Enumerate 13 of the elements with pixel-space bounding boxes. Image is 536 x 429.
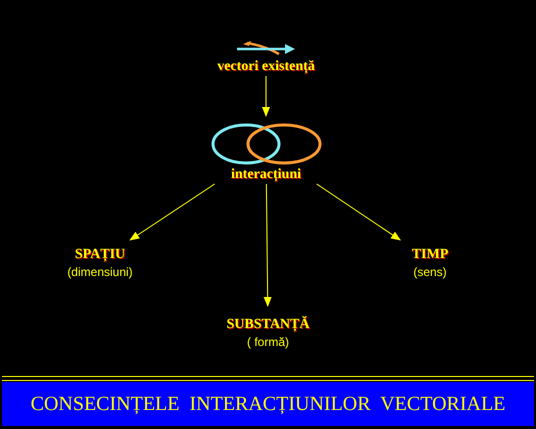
arrow bbox=[129, 184, 216, 241]
arrow bbox=[264, 184, 272, 307]
arrow bbox=[262, 76, 270, 117]
title-banner: CONSECINȚELE INTERACȚIUNILOR VECTORIALE bbox=[2, 382, 534, 426]
node-subtitle: (sens) bbox=[413, 264, 447, 280]
node-label: vectori existență bbox=[217, 58, 315, 76]
node-label: SPAȚIU bbox=[74, 246, 126, 264]
node-label: interacțiuni bbox=[231, 166, 301, 184]
arrow bbox=[316, 184, 401, 241]
node-label: SUBSTANȚĂ bbox=[226, 316, 310, 334]
node-label: TIMP bbox=[412, 246, 448, 264]
node-subtitle: (dimensiuni) bbox=[67, 264, 133, 280]
node-subtitle: ( formă) bbox=[247, 334, 289, 350]
